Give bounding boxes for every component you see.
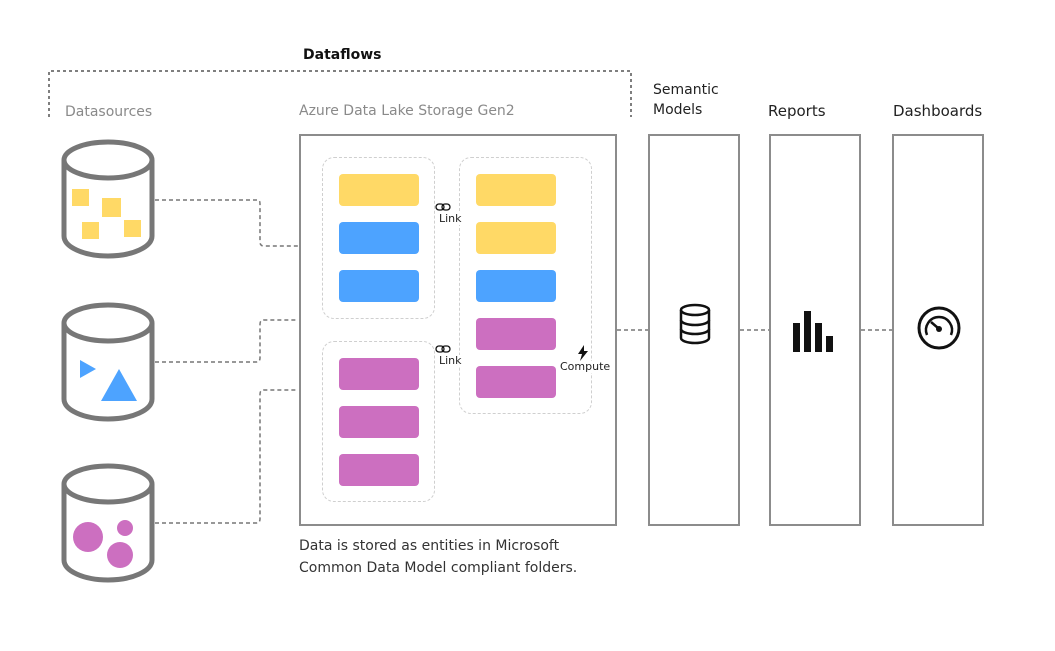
entity-yellow-linked (476, 222, 556, 254)
lightning-icon (578, 345, 588, 361)
entity-purple (339, 358, 419, 390)
semantic-models-label-line-2: Models (653, 102, 703, 118)
entity-blue (476, 270, 556, 302)
datasource-cylinder-2 (61, 302, 155, 422)
entity-purple (339, 406, 419, 438)
entity-blue (339, 270, 419, 302)
connector-source-3 (155, 389, 298, 524)
connector-source-2 (155, 319, 298, 363)
link-label-1: Link (439, 212, 462, 225)
entity-yellow (339, 174, 419, 206)
datasources-label: Datasources (65, 104, 153, 120)
link-icon (435, 203, 451, 211)
link-icon (435, 345, 451, 353)
entity-purple-linked (476, 318, 556, 350)
entity-group-1 (322, 157, 435, 319)
dataflows-bracket (48, 70, 632, 117)
storage-note-line-2: Common Data Model compliant folders. (299, 560, 578, 576)
link-label-2: Link (439, 354, 462, 367)
semantic-models-label-line-1: Semantic (653, 82, 719, 98)
entity-blue (339, 222, 419, 254)
dashboards-label: Dashboards (893, 102, 983, 120)
entity-purple (339, 454, 419, 486)
compute-label: Compute (560, 360, 611, 373)
database-icon (679, 303, 711, 345)
entity-group-3 (322, 341, 435, 502)
entity-yellow (476, 174, 556, 206)
storage-note-line-1: Data is stored as entities in Microsoft (299, 538, 560, 554)
reports-label: Reports (768, 102, 826, 120)
entity-purple-computed (476, 366, 556, 398)
semantic-models-panel (648, 134, 740, 526)
datasource-cylinder-1 (61, 139, 155, 259)
gauge-icon (917, 306, 961, 350)
datasource-cylinder-3 (61, 463, 155, 583)
storage-label: Azure Data Lake Storage Gen2 (299, 103, 515, 119)
connector-source-1 (155, 199, 298, 247)
bar-chart-icon (793, 311, 833, 352)
dataflows-title: Dataflows (303, 47, 382, 63)
entity-group-2 (459, 157, 592, 414)
